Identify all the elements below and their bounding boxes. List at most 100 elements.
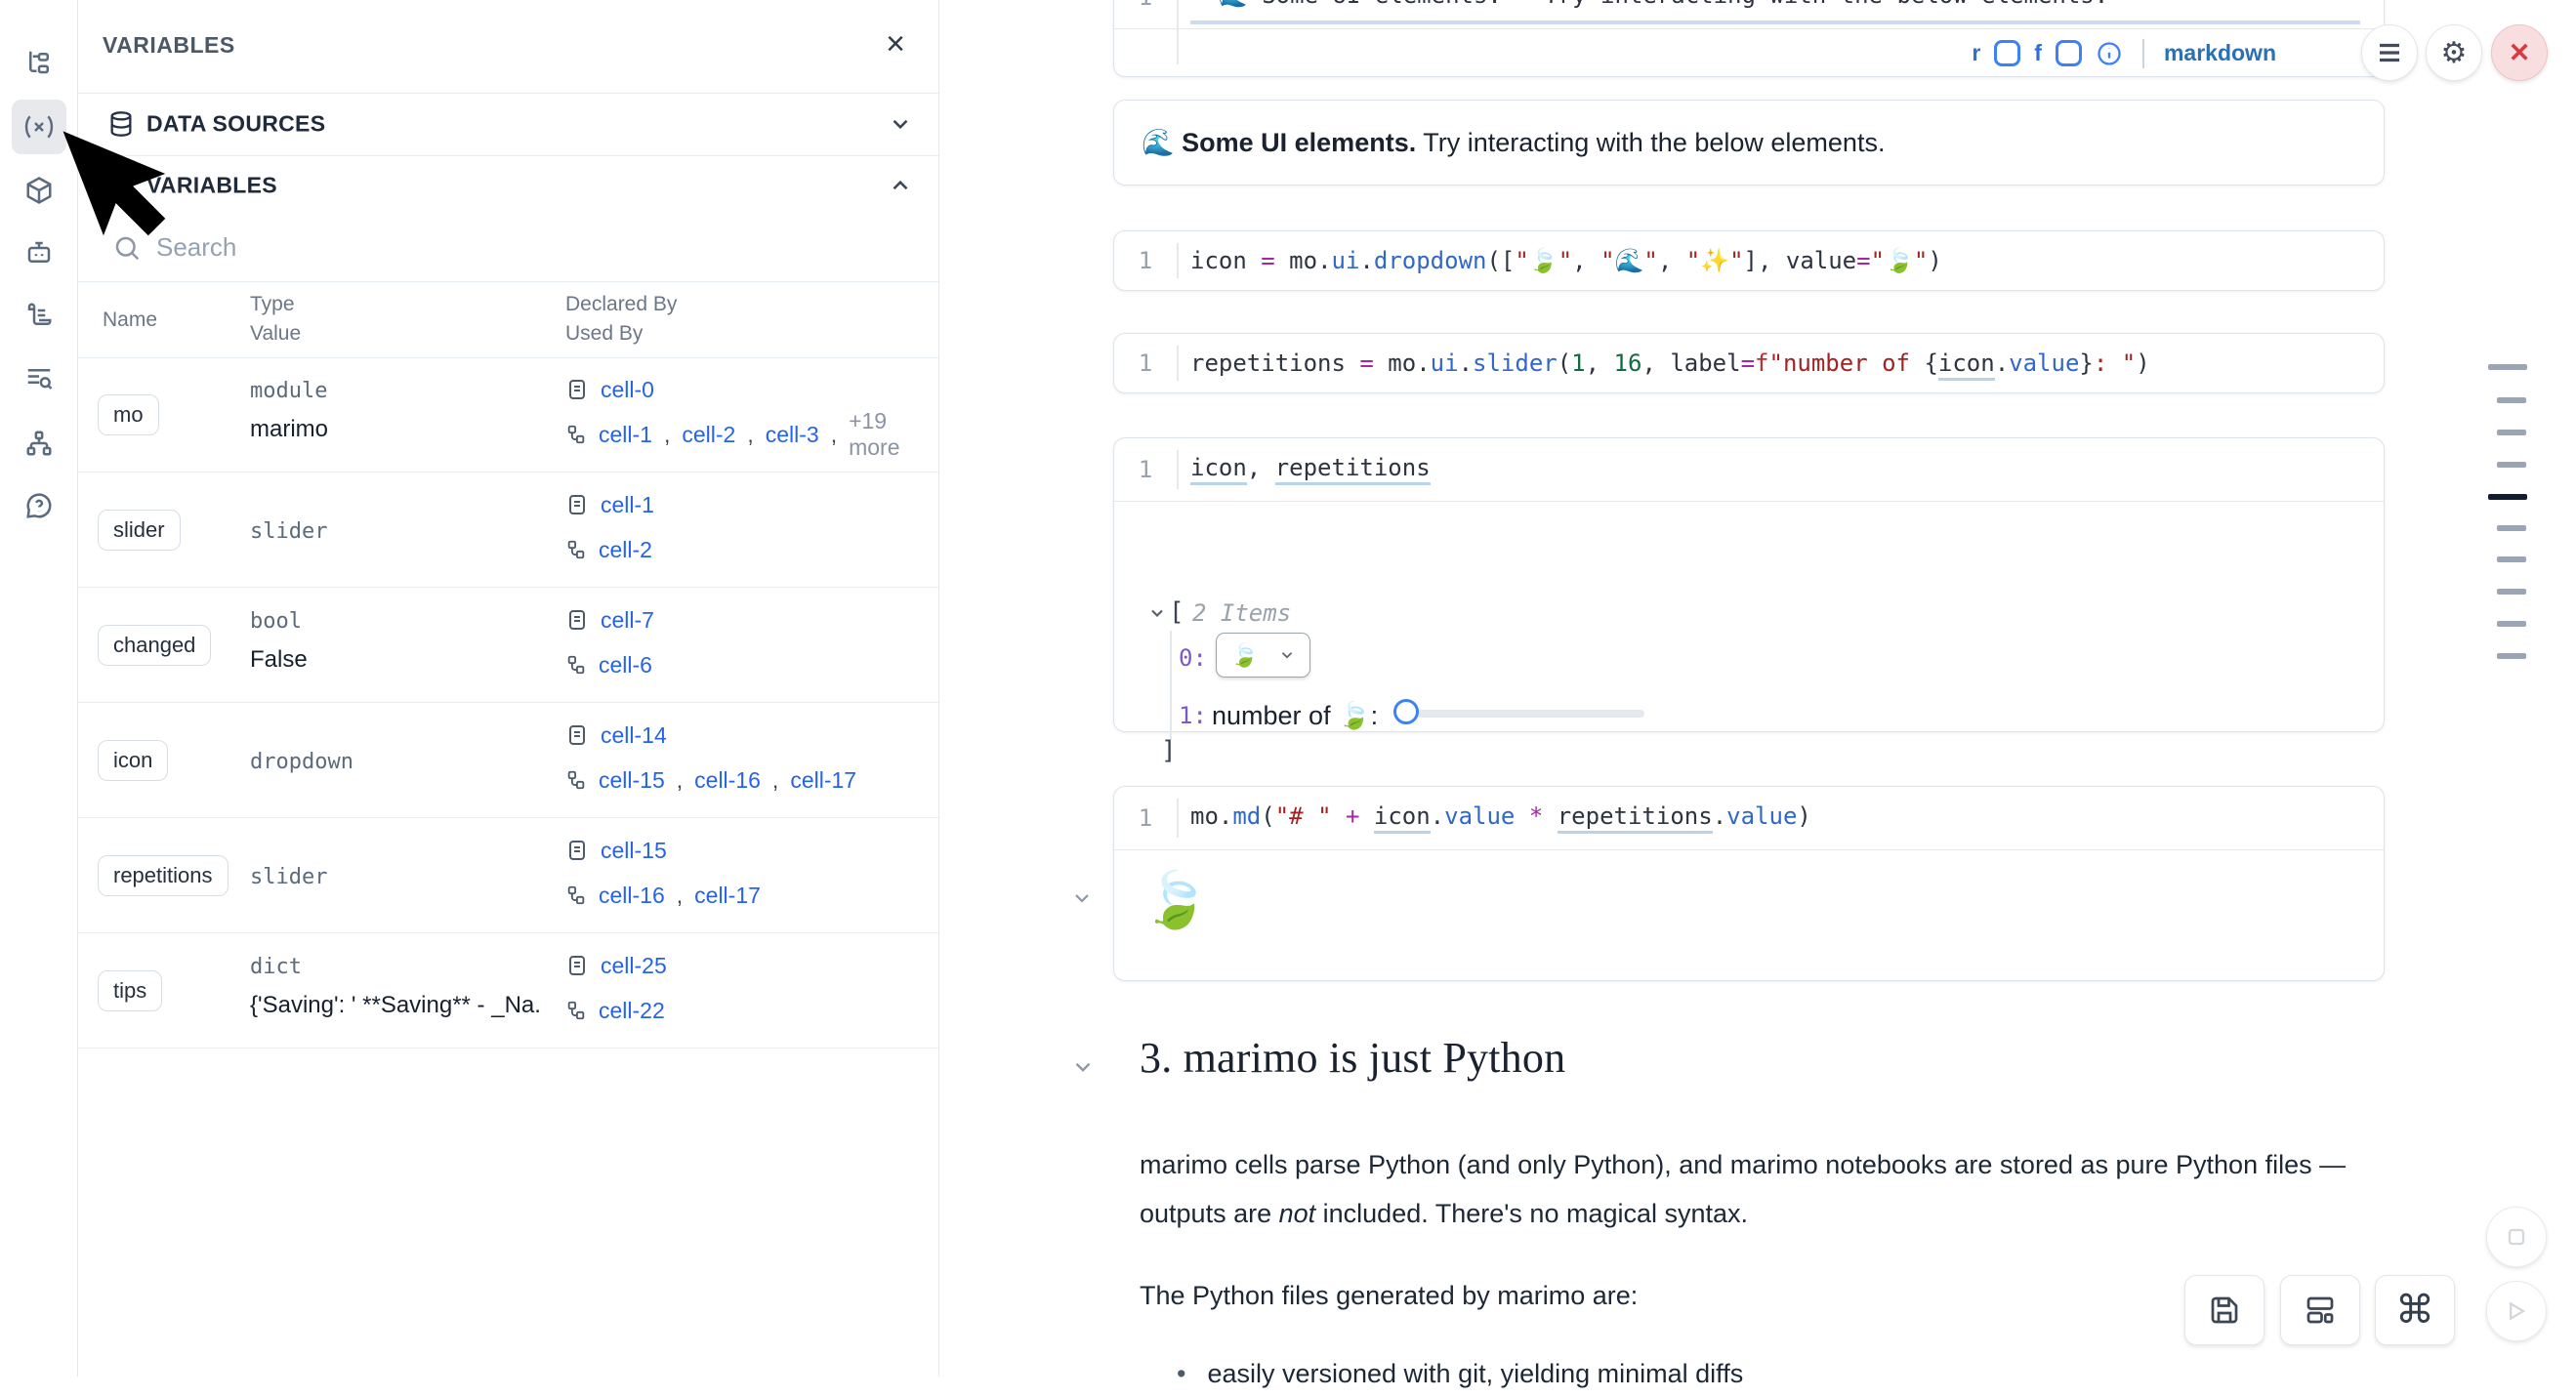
cell-link[interactable]: cell-1 (601, 491, 654, 517)
variable-value: False (250, 646, 308, 673)
toggle-checkbox[interactable] (1994, 40, 2021, 66)
gutter-divider (1177, 0, 1179, 64)
shutdown-button[interactable]: ✕ (2491, 24, 2548, 81)
dropdown-select[interactable]: 🍃 (1216, 633, 1310, 678)
settings-button[interactable]: ⚙ (2426, 24, 2482, 81)
command-palette-button[interactable]: ⌘ (2375, 1275, 2455, 1345)
declared-by-cells: cell-7 (565, 603, 654, 637)
divider (78, 281, 938, 282)
stop-kernel-button[interactable] (2486, 1207, 2547, 1267)
packages-icon[interactable] (12, 163, 66, 218)
variable-type: slider (250, 865, 328, 889)
cell-link[interactable]: cell-17 (790, 766, 857, 793)
gutter-divider (1177, 799, 1179, 838)
logs-search-icon[interactable] (12, 351, 66, 406)
more-cells-label[interactable]: +19 more (849, 408, 900, 460)
ai-assistant-icon[interactable] (12, 226, 66, 280)
help-icon[interactable] (12, 478, 66, 533)
close-panel-button[interactable]: × (886, 25, 905, 62)
minimap-bar[interactable] (2497, 525, 2526, 531)
cell-link[interactable]: cell-17 (694, 882, 761, 908)
minimap-bar[interactable] (2497, 621, 2526, 627)
line-number: 1 (1138, 350, 1153, 377)
divider (1114, 501, 2384, 502)
separator: , (676, 766, 684, 793)
tuple-output-tree: [ 2 Items 0: 🍃 1: number of 🍃: ] (1114, 502, 2384, 765)
code-editor[interactable]: icon = mo.ui.dropdown(["🍃", "🌊", "✨"], v… (1190, 247, 1942, 274)
variables-panel: VARIABLES × DATA SOURCES VARIABLES Searc… (78, 0, 939, 1377)
minimap-bar[interactable] (2497, 430, 2526, 435)
cell-dropdown-code[interactable]: 1 icon = mo.ui.dropdown(["🍃", "🌊", "✨"],… (1113, 230, 2385, 291)
cell-link[interactable]: cell-16 (599, 882, 665, 908)
minimap-bar[interactable] (2497, 397, 2526, 403)
info-icon[interactable] (2096, 40, 2123, 67)
variable-name-badge[interactable]: mo (98, 393, 159, 435)
minimap-bar[interactable] (2488, 364, 2527, 370)
variable-name-badge[interactable]: icon (98, 739, 169, 781)
cell-link[interactable]: cell-7 (601, 606, 654, 633)
slider-track[interactable] (1405, 710, 1644, 718)
save-notebook-button[interactable] (2184, 1275, 2264, 1345)
variable-name-badge[interactable]: repetitions (98, 854, 229, 896)
section-data-sources[interactable]: DATA SOURCES (78, 93, 938, 155)
close-x-icon: ✕ (2508, 37, 2531, 67)
variable-name-badge[interactable]: changed (98, 624, 212, 666)
toolbar-divider (2141, 38, 2144, 68)
variable-name-badge[interactable]: tips (98, 969, 163, 1011)
code-editor[interactable]: icon, repetitions (1190, 454, 2368, 485)
tree-guide-line (1170, 631, 1172, 740)
declared-by-cells: cell-25 (565, 949, 667, 982)
layout-toggle-button[interactable] (2280, 1275, 2360, 1345)
variables-icon[interactable] (12, 100, 66, 154)
code-editor[interactable]: mo.md("# " + icon.value * repetitions.va… (1190, 802, 2368, 834)
minimap-bar[interactable] (2497, 556, 2526, 562)
cell-md-leaf[interactable]: 1 mo.md("# " + icon.value * repetitions.… (1113, 786, 2385, 981)
line-number: 1 (1138, 804, 1153, 832)
cell-link[interactable]: cell-22 (599, 997, 665, 1023)
bullet-list-item: •easily versioned with git, yielding min… (1177, 1349, 2392, 1398)
cell-collapse-chevron-icon[interactable] (1070, 886, 1094, 910)
variable-value: {'Saving': ' **Saving** - _Na... (250, 992, 543, 1018)
search-icon (112, 233, 142, 263)
cell-link[interactable]: cell-6 (599, 651, 652, 678)
column-header-declared-used: Declared By Used By (565, 293, 678, 345)
cell-slider-code[interactable]: 1 repetitions = mo.ui.slider(1, 16, labe… (1113, 333, 2385, 393)
variable-name-badge[interactable]: slider (98, 509, 181, 551)
cell-icon (565, 838, 589, 863)
cell-link[interactable]: cell-0 (601, 376, 654, 402)
variables-search[interactable]: Search (78, 215, 938, 281)
section-collapse-chevron-icon[interactable] (1070, 1054, 1096, 1080)
line-number: 1 (1138, 247, 1153, 274)
cell-link[interactable]: cell-25 (601, 952, 667, 978)
minimap-bar[interactable] (2497, 589, 2526, 595)
cell-link[interactable]: cell-16 (694, 766, 761, 793)
toggle-checkbox[interactable] (2055, 40, 2082, 66)
cell-link[interactable]: cell-2 (682, 421, 736, 447)
cell-markdown-intro[interactable]: 1 **🌊 Some UI elements.** Try interactin… (1113, 0, 2385, 77)
minimap-bar-active[interactable] (2488, 494, 2527, 500)
run-cells-button[interactable] (2486, 1281, 2547, 1341)
collapse-chevron-icon[interactable] (1147, 603, 1167, 623)
section-variables[interactable]: VARIABLES (78, 155, 938, 215)
cell-link[interactable]: cell-3 (765, 421, 819, 447)
code-editor[interactable]: repetitions = mo.ui.slider(1, 16, label=… (1190, 350, 2368, 381)
notebook-menu-button[interactable] (2361, 24, 2418, 81)
cell-link[interactable]: cell-15 (601, 837, 667, 863)
cell-language-badge[interactable]: markdown (2163, 40, 2276, 65)
bullet-dot: • (1177, 1359, 1186, 1388)
slider-thumb[interactable] (1393, 699, 1419, 724)
cell-link[interactable]: cell-15 (599, 766, 665, 793)
cell-link[interactable]: cell-14 (601, 721, 667, 748)
file-tree-icon[interactable] (12, 35, 66, 90)
gear-icon: ⚙ (2440, 36, 2468, 69)
code-editor[interactable]: **🌊 Some UI elements.** Try interacting … (1190, 0, 2368, 9)
used-by-cells: cell-1,cell-2,cell-3,+19 more (565, 408, 938, 460)
cell-link[interactable]: cell-2 (599, 536, 652, 562)
scratchpad-icon[interactable] (12, 288, 66, 343)
dependencies-icon[interactable] (12, 416, 66, 471)
minimap-bar[interactable] (2497, 653, 2526, 659)
cell-link[interactable]: cell-1 (599, 421, 652, 447)
index-1-label: 1: (1179, 702, 1207, 729)
minimap-bar[interactable] (2497, 462, 2526, 468)
cell-tuple[interactable]: 1 icon, repetitions [ 2 Items 0: 🍃 1: nu… (1113, 437, 2385, 765)
